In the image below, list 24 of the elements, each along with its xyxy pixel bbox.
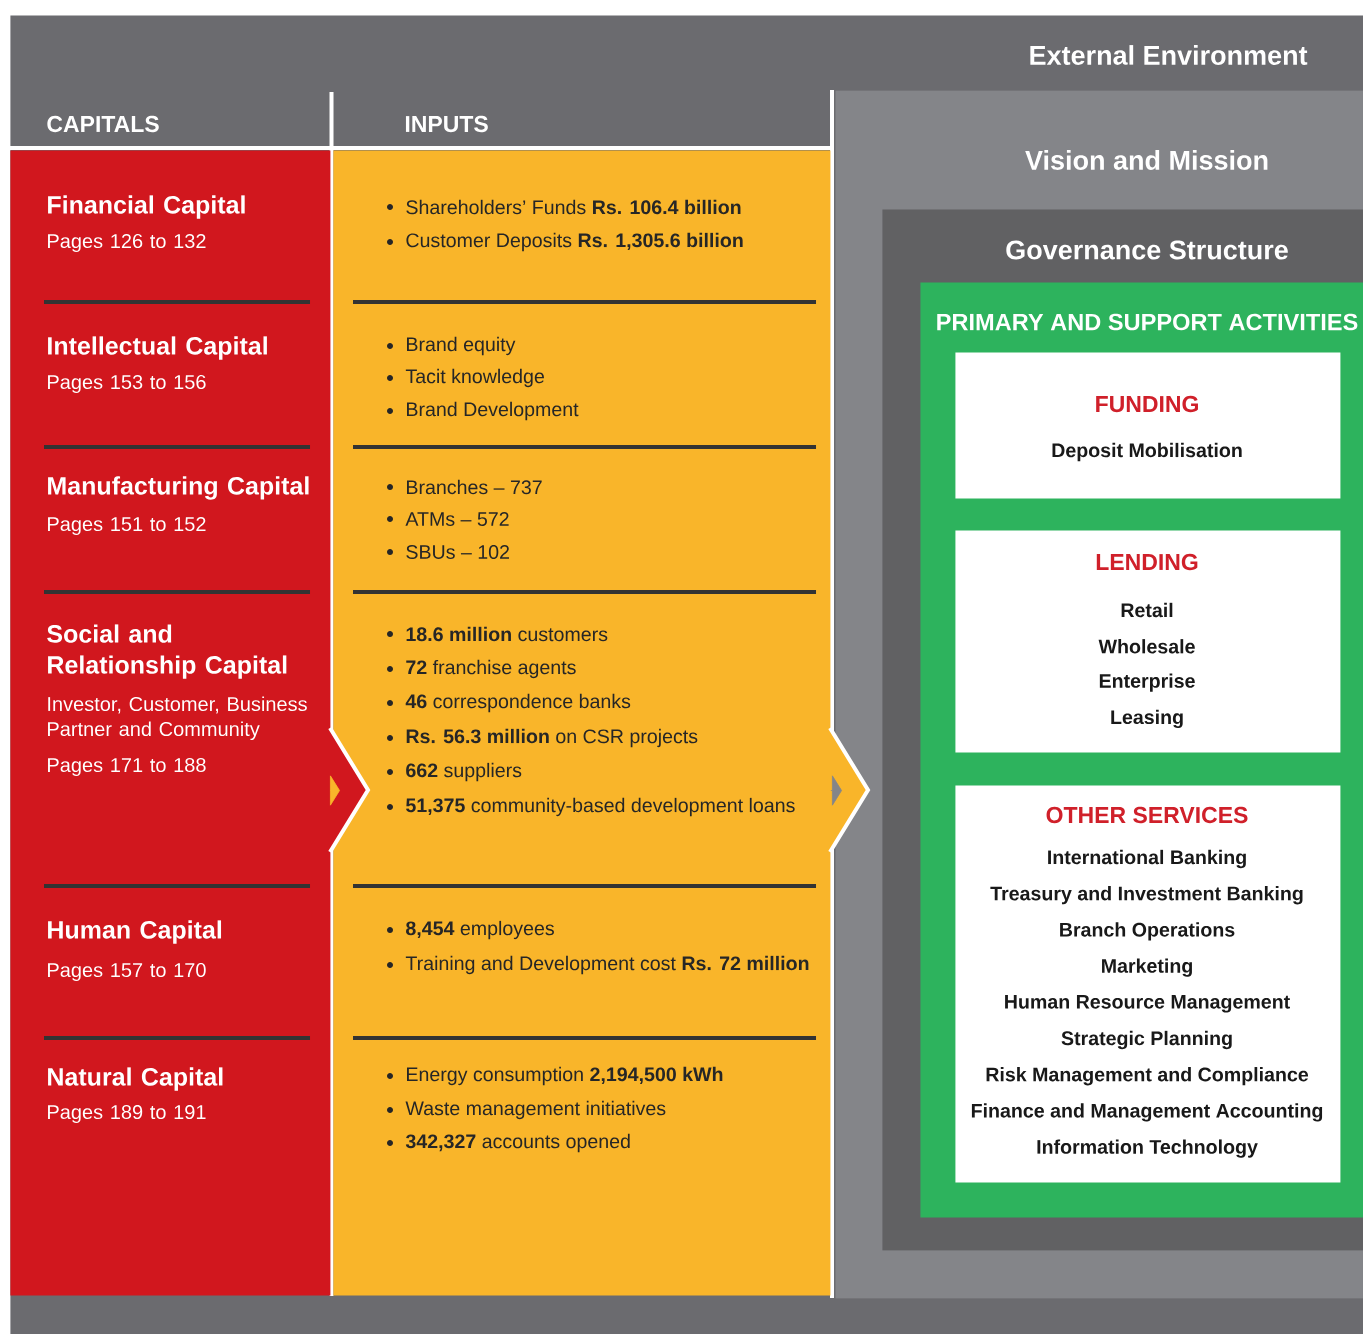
activity-label: Human Resource Management [1005,995,1290,1013]
activity-label: Branch Operations [1060,922,1235,941]
heading: Governance Structure [1006,240,1288,260]
activity-label: Wholesale [1098,639,1195,654]
activity-label: Enterprise [1099,673,1195,692]
activity-label: Strategic Planning [1061,1030,1232,1050]
activity-label: Retail [1121,602,1173,618]
box-heading: OTHER SERVICES [1046,806,1248,824]
activity-label: Leasing [1111,709,1183,729]
activity-label: Information Technology [1037,1139,1258,1158]
column-header: CAPITALS [47,115,159,133]
activity-label: Deposit Mobilisation [1052,442,1242,462]
activity-label: Finance and Management Accounting [971,1103,1323,1122]
heading: External Environment [1030,45,1308,65]
box-heading: LENDING [1096,553,1198,571]
arrow [830,775,842,806]
activity-label: Marketing [1102,958,1192,977]
heading: Vision and Mission [1025,150,1268,170]
column-header: INPUTS [405,115,488,133]
box-heading: FUNDING [1096,395,1198,413]
activity-label: Treasury and Investment Banking [990,886,1303,905]
activity-label: International Banking [1048,849,1246,869]
heading: PRIMARY AND SUPPORT ACTIVITIES [937,313,1358,331]
activity-label: Risk Management and Compliance [986,1067,1309,1086]
